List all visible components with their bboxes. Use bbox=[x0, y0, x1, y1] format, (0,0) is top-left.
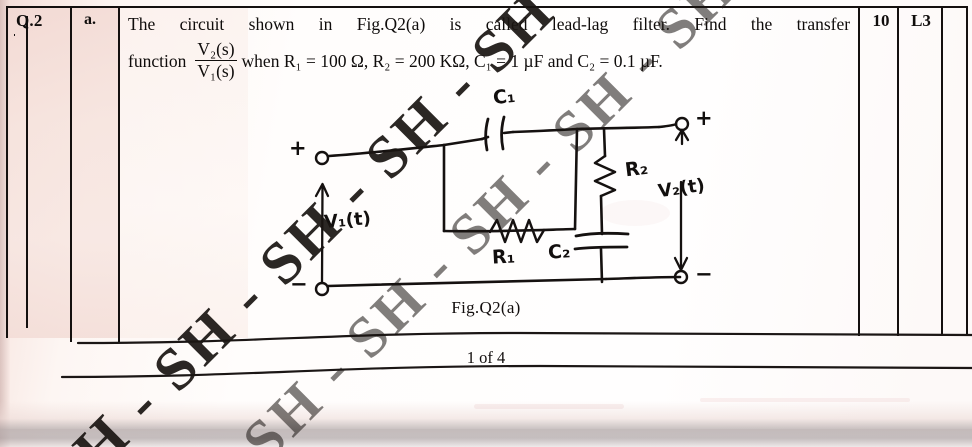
rc-block-right-side bbox=[573, 127, 579, 231]
level-cell: L3 bbox=[911, 11, 931, 30]
c1-lead-left bbox=[480, 135, 490, 141]
transfer-function-fraction: V₂(s) V₁(s) bbox=[195, 39, 237, 81]
rc-block-top-left-seg bbox=[442, 137, 484, 147]
output-terminal-top bbox=[674, 116, 690, 132]
figure-caption: Fig.Q2(a) bbox=[451, 298, 521, 317]
marks-cell: 10 bbox=[872, 11, 890, 30]
paper-tint-mid-column bbox=[118, 8, 248, 338]
sub-question-label: a. bbox=[84, 11, 96, 28]
c1-lead-right bbox=[502, 130, 515, 135]
table-rule-left-inner bbox=[26, 16, 28, 328]
input-terminal-bottom bbox=[314, 281, 330, 297]
scan-speck bbox=[474, 404, 624, 409]
output-minus-sign: − bbox=[695, 262, 713, 286]
table-rule-before-level bbox=[897, 6, 899, 336]
question-word: shown bbox=[248, 14, 295, 34]
c1-plate-left bbox=[484, 117, 490, 152]
input-plus-sign: + bbox=[289, 136, 307, 160]
question-word: is bbox=[449, 14, 462, 34]
v-out-arrow-head-down bbox=[673, 256, 689, 272]
question-word: called bbox=[485, 14, 528, 34]
input-minus-sign: − bbox=[290, 272, 308, 296]
c1-plate-right bbox=[500, 115, 506, 151]
r2-zigzag bbox=[593, 154, 617, 198]
wire-c2-to-ground bbox=[599, 247, 604, 284]
page-number: 1 of 4 bbox=[466, 348, 506, 367]
table-top-border bbox=[6, 6, 968, 8]
rc-block-bottom bbox=[442, 227, 577, 233]
question-line-1: The circuit shown in Fig.Q2(a) is called… bbox=[128, 8, 850, 41]
wire-bottom-left bbox=[326, 277, 608, 288]
question-word: Fig.Q2(a) bbox=[356, 14, 426, 34]
c1-label: C₁ bbox=[491, 84, 517, 110]
v-in-label: V₁(t) bbox=[323, 207, 372, 234]
r1-label: R₁ bbox=[491, 245, 516, 269]
wire-bottom-right bbox=[604, 275, 682, 281]
c2-plate-bottom bbox=[573, 245, 629, 251]
c2-plate-top bbox=[574, 232, 630, 238]
question-word: circuit bbox=[179, 14, 225, 34]
question-word: filter. bbox=[632, 14, 671, 34]
scan-speck bbox=[700, 398, 910, 402]
input-terminal-top bbox=[314, 150, 330, 166]
function-word: function bbox=[128, 50, 187, 71]
scan-speck bbox=[600, 200, 670, 226]
wire-top-left bbox=[327, 143, 446, 158]
circuit-svg bbox=[314, 115, 690, 297]
fraction-numerator: V₂(s) bbox=[197, 39, 235, 59]
scan-edge-bottom bbox=[0, 401, 972, 447]
table-rule-right-outer bbox=[966, 6, 968, 336]
wire-node-down bbox=[602, 127, 607, 158]
question-word: Find bbox=[694, 14, 727, 34]
question-number: Q.2 bbox=[16, 11, 43, 30]
wire-r2-to-c2 bbox=[599, 194, 604, 236]
question-word: in bbox=[318, 14, 333, 34]
scan-edge-bottom-dark bbox=[0, 429, 972, 447]
paper-tint-left-column bbox=[6, 8, 118, 338]
wire-node-to-output bbox=[657, 122, 678, 129]
table-rule-after-subq bbox=[118, 6, 120, 342]
noop bbox=[14, 34, 15, 36]
circuit-diagram: C₁ R₁ R₂ C₂ V₁(t) V₂(t) + − + − bbox=[276, 84, 716, 316]
table-rule-left-outer bbox=[6, 6, 8, 338]
v-in-arrow-head bbox=[314, 182, 330, 198]
r1-zigzag bbox=[488, 218, 546, 244]
output-plus-sign: + bbox=[695, 106, 713, 130]
fraction-bar bbox=[195, 59, 237, 62]
question-word: The bbox=[128, 14, 156, 34]
rc-block-top-right-seg bbox=[511, 127, 579, 134]
fraction-denominator: V₁(s) bbox=[197, 60, 235, 81]
question-text: The circuit shown in Fig.Q2(a) is called… bbox=[128, 8, 850, 81]
wire-block-to-node bbox=[575, 125, 661, 131]
component-values-text: when R₁ = 100 Ω, R₂ = 200 KΩ, C₁ = 1 µF … bbox=[241, 50, 663, 71]
question-word: lead-lag bbox=[551, 14, 609, 34]
table-rule-after-level bbox=[941, 6, 943, 336]
v-out-arrow-head-up bbox=[674, 128, 690, 142]
question-word: transfer bbox=[796, 14, 851, 34]
c2-label: C₂ bbox=[547, 240, 572, 264]
table-rule-after-qnum bbox=[70, 6, 72, 342]
r2-label: R₂ bbox=[623, 156, 650, 182]
question-word: the bbox=[750, 14, 773, 34]
table-rule-before-marks bbox=[858, 6, 860, 336]
scan-edge-left bbox=[0, 0, 10, 447]
v-in-arrow-shaft bbox=[320, 184, 324, 284]
question-line-2: function V₂(s) V₁(s) when R₁ = 100 Ω, R₂… bbox=[128, 39, 850, 81]
